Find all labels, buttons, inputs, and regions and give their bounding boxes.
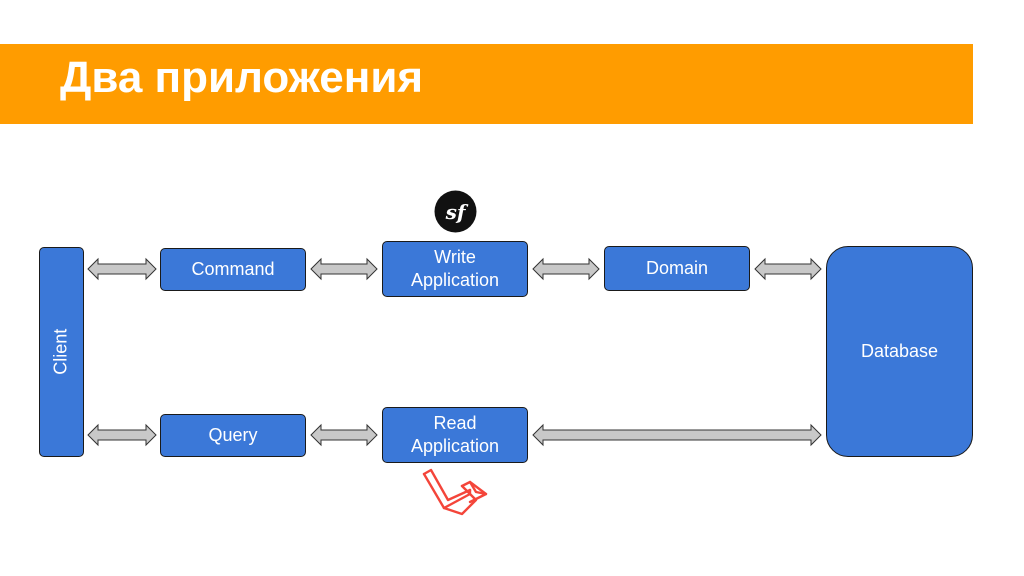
arrow-client-command (87, 257, 157, 281)
arrow-client-query (87, 423, 157, 447)
symfony-logo-icon: sf (434, 190, 477, 233)
laravel-logo-icon (422, 468, 488, 516)
arrow-query-read-app (310, 423, 378, 447)
write-application-label: Write Application (410, 246, 500, 290)
database-label: Database (860, 340, 939, 361)
query-label: Query (208, 424, 258, 445)
read-application-label: Read Application (410, 412, 500, 456)
domain-node: Domain (604, 246, 750, 291)
arrow-read-app-database (532, 423, 822, 447)
read-application-node: Read Application (382, 407, 528, 463)
query-node: Query (160, 414, 306, 457)
client-label: Client (50, 328, 71, 376)
page-title: Два приложения (60, 53, 424, 102)
domain-label: Domain (645, 257, 709, 278)
database-node: Database (826, 246, 973, 457)
symfony-logo-text: sf (445, 200, 469, 224)
arrow-write-app-domain (532, 257, 600, 281)
arrow-command-write-app (310, 257, 378, 281)
write-application-node: Write Application (382, 241, 528, 297)
title-bar (0, 44, 973, 124)
command-node: Command (160, 248, 306, 291)
arrow-domain-database (754, 257, 822, 281)
command-label: Command (191, 258, 275, 279)
client-node: Client (39, 247, 84, 457)
